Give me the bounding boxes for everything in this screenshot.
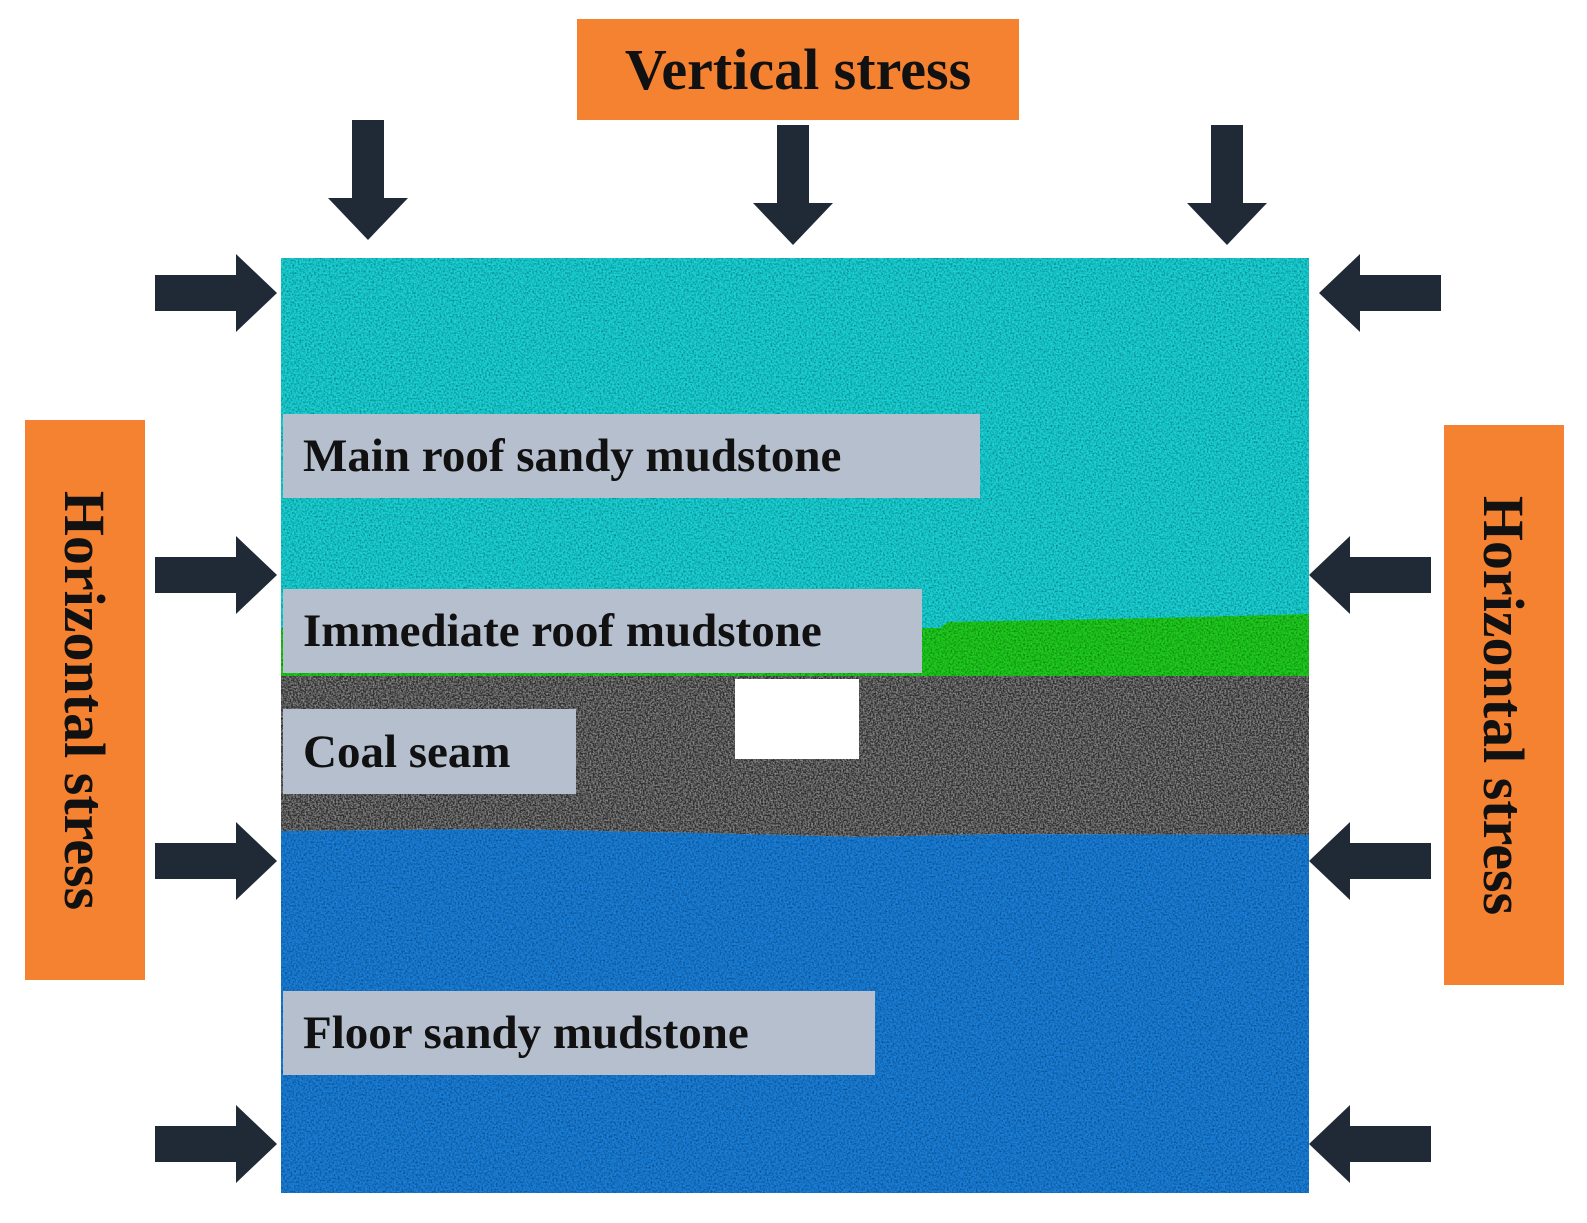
layer-label-floor: Floor sandy mudstone <box>283 991 875 1075</box>
arrow-right-icon <box>155 1105 277 1183</box>
arrow-left-icon <box>1309 1105 1431 1183</box>
horizontal-stress-label-right: Horizontal stress <box>1471 495 1537 915</box>
arrow-down-icon <box>753 125 833 245</box>
vertical-stress-label: Vertical stress <box>624 37 972 102</box>
right-horizontal-arrows <box>1309 254 1441 1183</box>
layer-label-coal-seam: Coal seam <box>283 709 576 794</box>
arrow-right-icon <box>155 822 277 900</box>
arrow-right-icon <box>155 254 277 332</box>
layer-label-text: Coal seam <box>303 725 511 778</box>
arrow-left-icon <box>1309 536 1431 614</box>
arrow-down-icon <box>328 120 408 240</box>
arrow-right-icon <box>155 536 277 614</box>
arrow-down-icon <box>1187 125 1267 245</box>
roadway-opening <box>735 679 859 759</box>
layer-label-main-roof: Main roof sandy mudstone <box>283 414 980 498</box>
horizontal-stress-box-right: Horizontal stress <box>1444 425 1564 985</box>
layer-label-text: Main roof sandy mudstone <box>303 430 842 482</box>
vertical-arrows <box>328 120 1267 245</box>
arrow-left-icon <box>1309 822 1431 900</box>
left-horizontal-arrows <box>155 254 277 1183</box>
layer-label-immediate-roof: Immediate roof mudstone <box>283 589 922 673</box>
horizontal-stress-label-left: Horizontal stress <box>52 490 118 910</box>
layer-label-text: Floor sandy mudstone <box>303 1007 749 1059</box>
vertical-stress-box: Vertical stress <box>577 19 1019 120</box>
layer-label-text: Immediate roof mudstone <box>303 605 822 657</box>
horizontal-stress-box-left: Horizontal stress <box>25 420 145 980</box>
arrow-left-icon <box>1319 254 1441 332</box>
